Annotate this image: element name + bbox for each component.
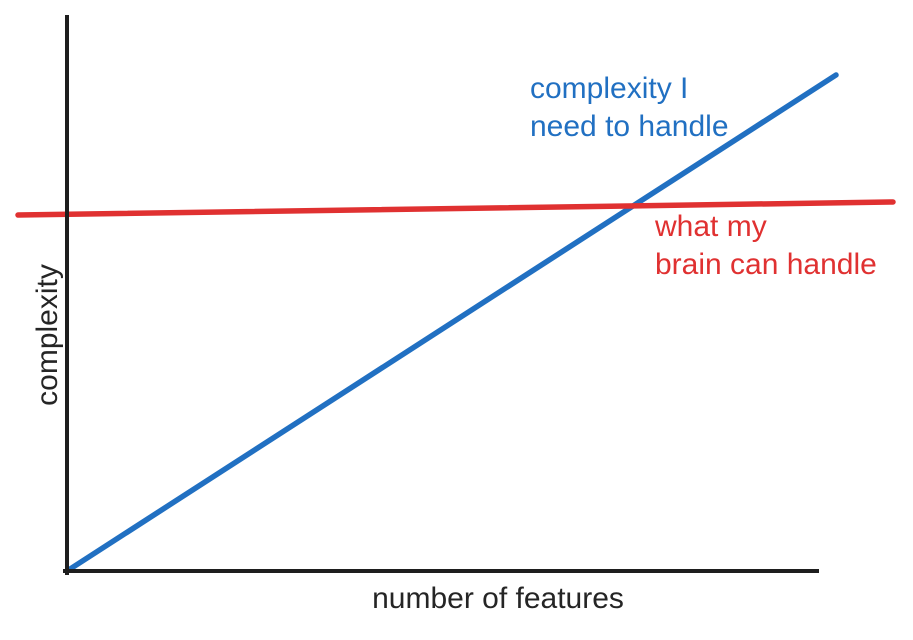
line-brain-capacity — [15, 199, 896, 218]
label-complexity-needed-line1: complexity I — [530, 72, 688, 105]
label-brain-capacity-line2: brain can handle — [655, 248, 877, 281]
label-complexity-needed: complexity I need to handle — [530, 72, 729, 143]
y-axis-label: complexity — [31, 264, 64, 406]
line-complexity-needed — [64, 72, 839, 574]
label-complexity-needed-line2: need to handle — [530, 110, 729, 143]
label-brain-capacity: what my brain can handle — [654, 210, 877, 281]
label-brain-capacity-line1: what my — [654, 210, 767, 243]
x-axis-label: number of features — [372, 582, 624, 615]
